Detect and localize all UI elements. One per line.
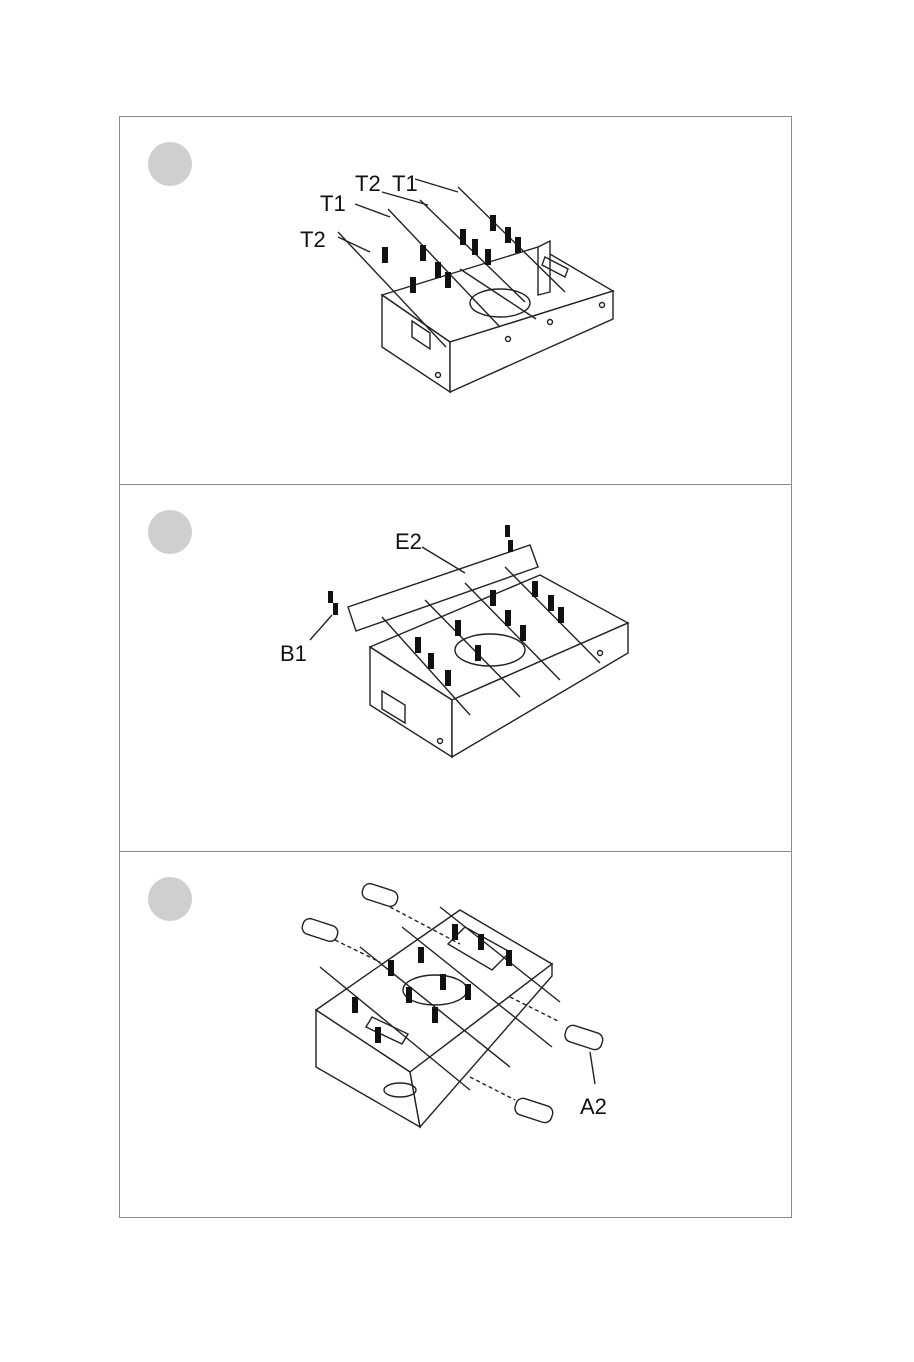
label-a2: A2	[580, 1094, 607, 1119]
step-2-illustration: E2 B1	[120, 485, 793, 852]
handle-2	[300, 917, 339, 943]
handle-a2-b	[513, 1097, 554, 1125]
label-t1-a: T1	[320, 191, 346, 216]
step-1-illustration: T2 T1 T2 T1	[120, 117, 793, 484]
label-t1-b: T1	[392, 171, 418, 196]
instruction-frame: T2 T1 T2 T1	[119, 116, 792, 1218]
handle-1	[360, 882, 399, 908]
step-3-illustration: A2	[120, 852, 793, 1219]
step-3-panel: A2	[120, 852, 791, 1219]
handle-a2-a	[563, 1024, 604, 1052]
label-t2-b: T2	[355, 171, 381, 196]
step-1-panel: T2 T1 T2 T1	[120, 117, 791, 485]
label-b1: B1	[280, 641, 307, 666]
label-e2: E2	[395, 529, 422, 554]
step-2-panel: E2 B1	[120, 485, 791, 852]
label-t2-a: T2	[300, 227, 326, 252]
